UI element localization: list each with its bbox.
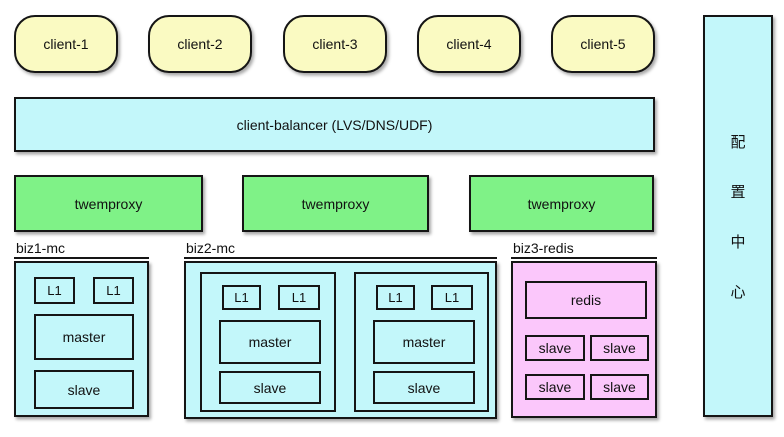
cluster-biz3-redis: redis slave slave slave slave	[511, 261, 657, 418]
twemproxy-node-2: twemproxy	[242, 175, 429, 232]
config-center-char: 心	[730, 283, 746, 301]
l1-cache-node: L1	[431, 285, 473, 310]
master-node: master	[373, 320, 475, 364]
redis-master-node: redis	[525, 281, 647, 319]
master-node: master	[219, 320, 321, 364]
biz2-shard-1: L1 L1 master slave	[200, 272, 336, 412]
cluster-label-biz3-redis: biz3-redis	[511, 240, 657, 259]
config-center-bar: 配 置 中 心	[703, 15, 773, 417]
twemproxy-node-1: twemproxy	[14, 175, 203, 232]
twemproxy-node-3: twemproxy	[469, 175, 654, 232]
client-balancer-bar: client-balancer (LVS/DNS/UDF)	[14, 97, 655, 152]
cluster-biz1-mc: L1 L1 master slave	[14, 261, 149, 417]
l1-cache-node: L1	[376, 285, 415, 310]
slave-node: slave	[373, 371, 475, 404]
l1-cache-node: L1	[93, 277, 134, 304]
client-node-4: client-4	[417, 15, 521, 73]
client-node-5: client-5	[551, 15, 655, 73]
config-center-char: 置	[730, 183, 746, 201]
redis-slave-node: slave	[525, 335, 585, 361]
client-node-3: client-3	[283, 15, 387, 73]
l1-cache-node: L1	[34, 277, 75, 304]
config-center-char: 配	[730, 133, 746, 151]
config-center-char: 中	[730, 233, 746, 251]
l1-cache-node: L1	[222, 285, 261, 310]
client-node-1: client-1	[14, 15, 118, 73]
cluster-label-biz1-mc: biz1-mc	[14, 240, 149, 259]
redis-slave-node: slave	[525, 374, 585, 400]
biz2-shard-2: L1 L1 master slave	[354, 272, 489, 412]
master-node: master	[34, 314, 134, 360]
redis-slave-node: slave	[590, 335, 649, 361]
redis-slave-node: slave	[590, 374, 649, 400]
l1-cache-node: L1	[278, 285, 320, 310]
cluster-biz2-mc: L1 L1 master slave L1 L1 master slave	[184, 261, 497, 419]
slave-node: slave	[34, 370, 134, 409]
client-node-2: client-2	[148, 15, 252, 73]
cluster-label-biz2-mc: biz2-mc	[184, 240, 497, 259]
slave-node: slave	[219, 371, 321, 404]
